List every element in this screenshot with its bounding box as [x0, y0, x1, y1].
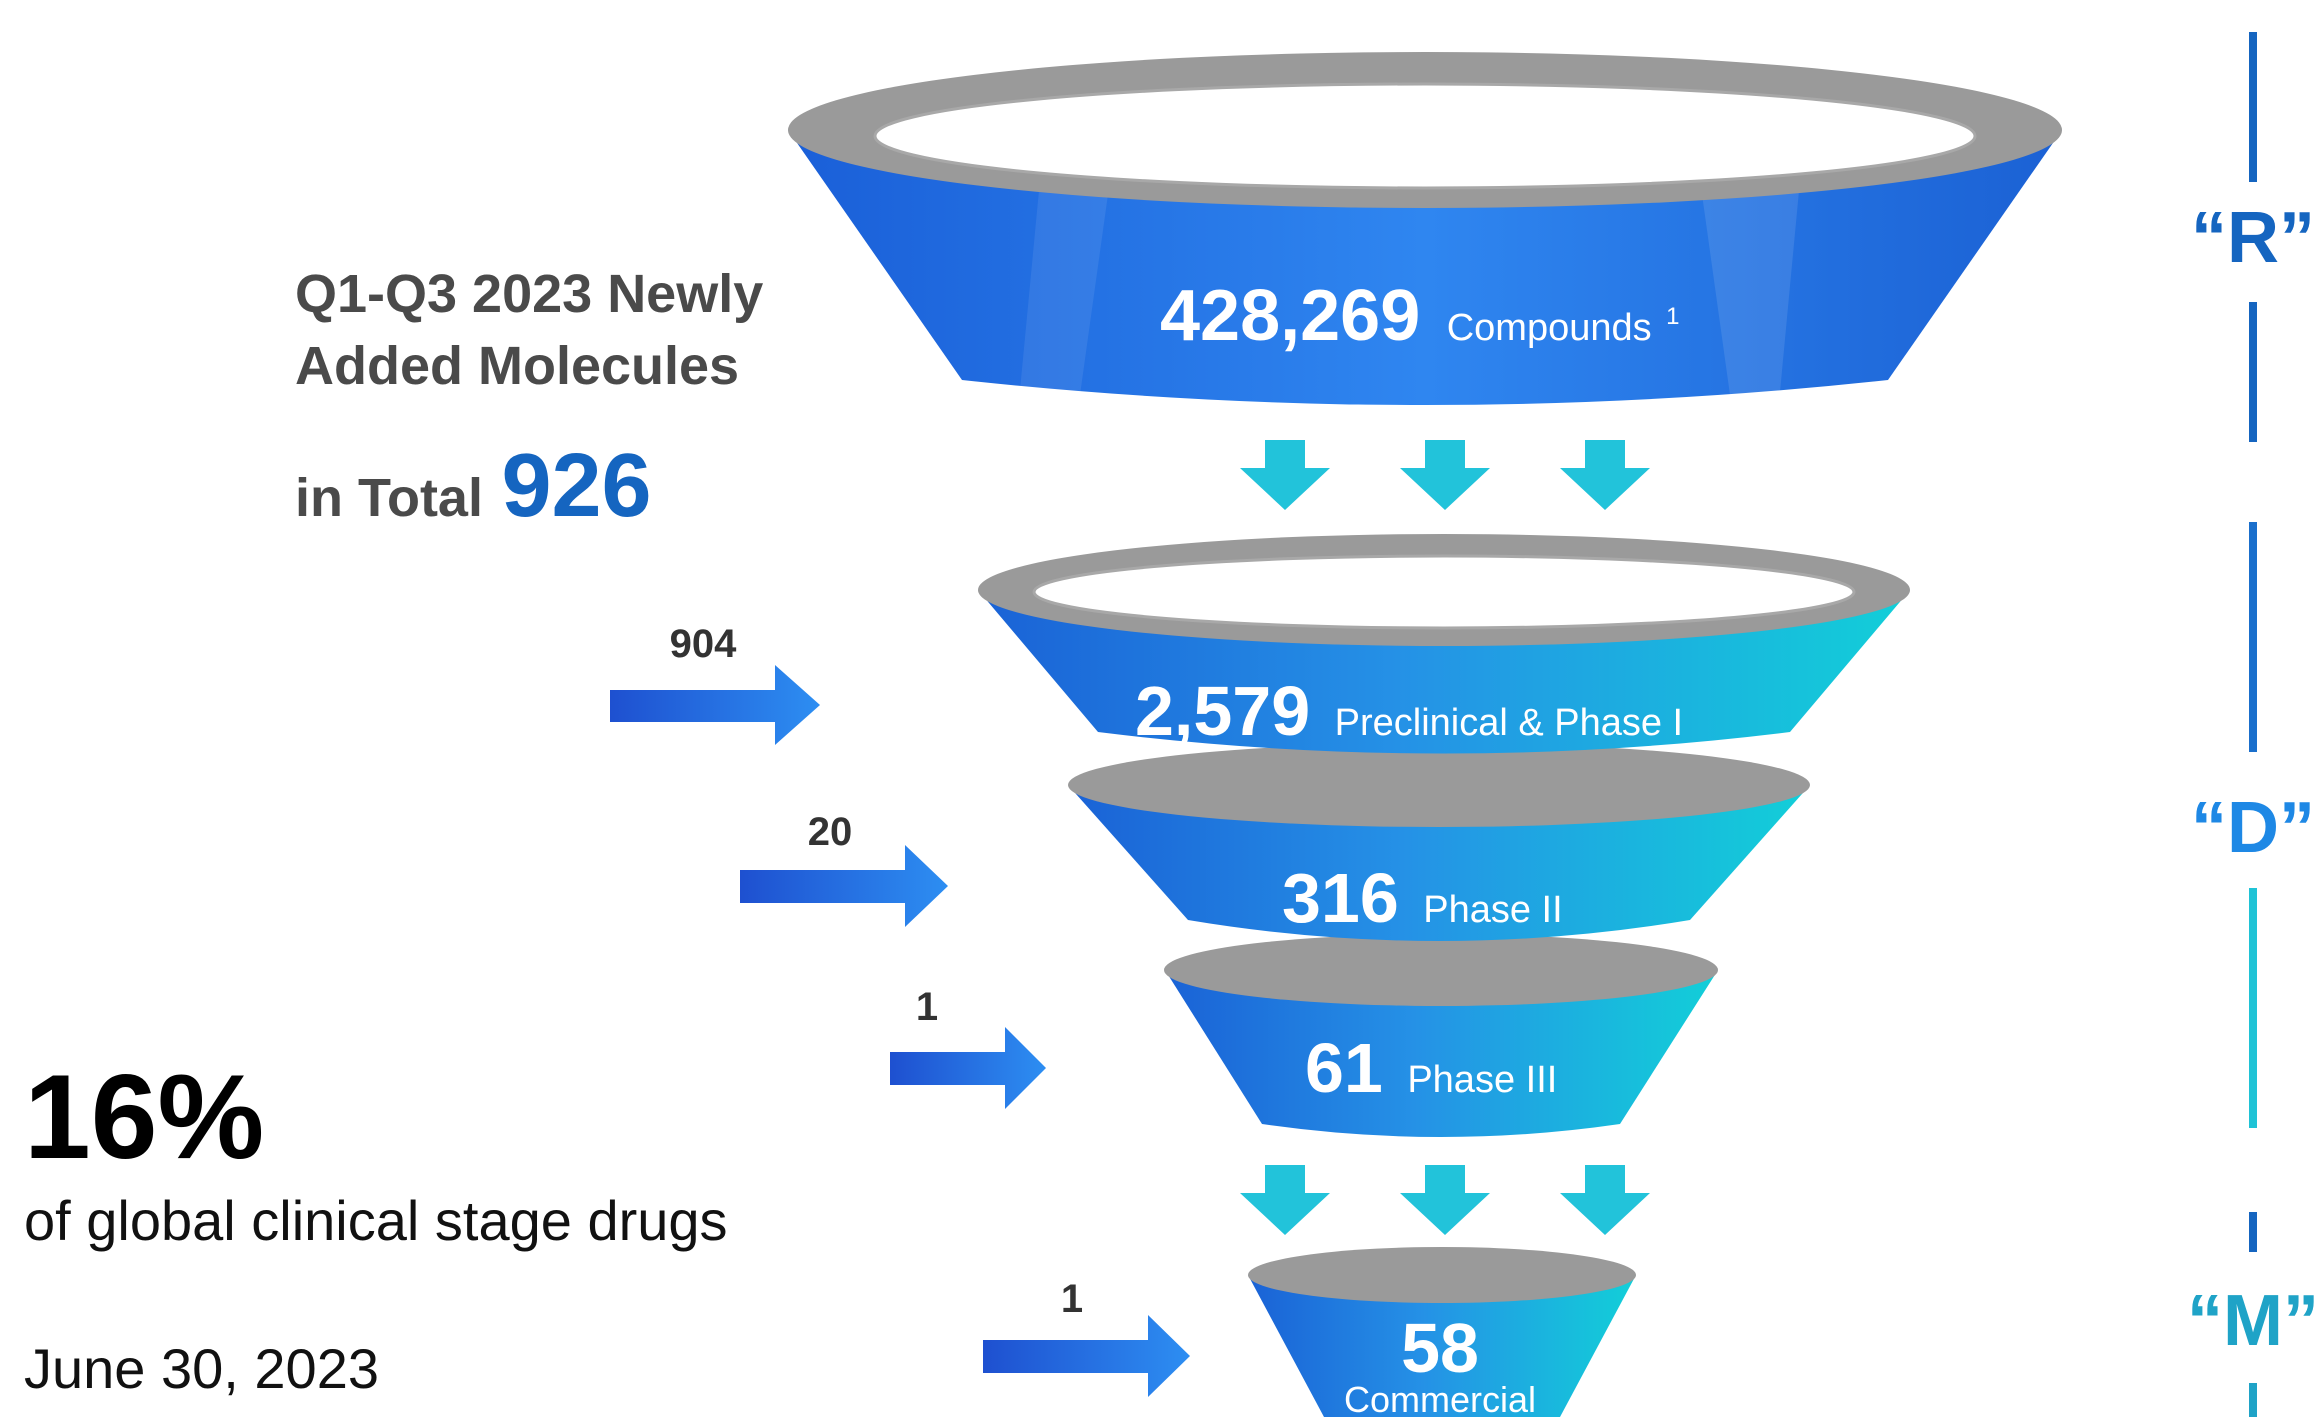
down-arrows-bottom [1240, 1165, 1650, 1235]
inflow-phase2: 20 [740, 810, 948, 927]
tier-opening [1032, 554, 1856, 630]
stage-m-label: “M” [2187, 1281, 2319, 1361]
stage-d-label: “D” [2191, 788, 2315, 868]
down-arrows-top [1240, 440, 1650, 510]
down-arrow-icon [1560, 440, 1650, 510]
phase2-line: 316 Phase II [1282, 859, 1563, 937]
tier-body [1068, 785, 1810, 941]
commercial-label: Commercial [1344, 1379, 1536, 1417]
down-arrow-icon [1400, 1165, 1490, 1235]
phase2-value: 316 [1282, 859, 1399, 937]
stage-r-label: “R” [2191, 198, 2315, 278]
down-arrow-icon [1240, 440, 1330, 510]
down-arrow-icon [1400, 440, 1490, 510]
phase3-value: 61 [1305, 1029, 1383, 1107]
tier-body [1165, 970, 1718, 1137]
inflow-value: 20 [808, 810, 853, 854]
phase3-line: 61 Phase III [1305, 1029, 1557, 1107]
inflow-phase3: 1 [890, 985, 1046, 1109]
tier-rim [1248, 1247, 1636, 1303]
phase2-label: Phase II [1423, 889, 1562, 931]
compounds-footnote: 1 [1666, 303, 1679, 330]
down-arrow-icon [1240, 1165, 1330, 1235]
inflow-value: 904 [670, 622, 737, 666]
stage-r-line-top [2249, 32, 2257, 182]
date-label: June 30, 2023 [24, 1337, 379, 1400]
total-value: 926 [501, 436, 651, 536]
summary-title-line2: Added Molecules [295, 336, 739, 396]
funnel-tier-phase3 [1164, 934, 1718, 1137]
tier-opening [873, 82, 1977, 190]
commercial-value: 58 [1401, 1309, 1479, 1387]
phase3-label: Phase III [1407, 1059, 1557, 1101]
stage-r-line-bottom [2249, 302, 2257, 442]
stage-column: “R” “D” “M” [2187, 32, 2319, 1417]
percent-value: 16% [24, 1050, 264, 1184]
inflow-commercial: 1 [983, 1277, 1190, 1397]
stage-m-line-bottom [2249, 1383, 2257, 1417]
compounds-line: 428,269 Compounds 1 [1160, 276, 1679, 356]
tier-body [788, 130, 2062, 405]
funnel-tier-commercial [1248, 1247, 1636, 1417]
stage-d-line-bottom [2249, 888, 2257, 1128]
inflow-value: 1 [916, 985, 938, 1029]
compounds-value: 428,269 [1160, 276, 1420, 356]
compounds-label: Compounds [1447, 307, 1652, 349]
down-arrow-icon [1560, 1165, 1650, 1235]
preclinical-value: 2,579 [1135, 672, 1310, 750]
right-arrow-icon [983, 1315, 1190, 1397]
total-label: in Total [295, 468, 483, 528]
summary-total-line: in Total 926 [295, 436, 652, 536]
stage-m-line-top [2249, 1212, 2257, 1252]
right-arrow-icon [890, 1027, 1046, 1109]
inflow-value: 1 [1061, 1277, 1083, 1321]
right-arrow-icon [740, 845, 948, 927]
funnel-tier-compounds [788, 52, 2062, 405]
preclinical-line: 2,579 Preclinical & Phase I [1135, 672, 1683, 750]
tier-body [1248, 1275, 1636, 1417]
summary-title-line1: Q1-Q3 2023 Newly [295, 264, 763, 324]
inflow-preclinical: 904 [610, 622, 820, 745]
preclinical-label: Preclinical & Phase I [1335, 702, 1684, 744]
tier-rim [1164, 934, 1718, 1006]
stage-d-line-top [2249, 522, 2257, 752]
funnel-tier-phase2 [1068, 743, 1810, 941]
tier-rim [1068, 743, 1810, 827]
funnel-tier-preclinical [978, 534, 1910, 754]
right-arrow-icon [610, 665, 820, 745]
percent-caption: of global clinical stage drugs [24, 1189, 728, 1252]
